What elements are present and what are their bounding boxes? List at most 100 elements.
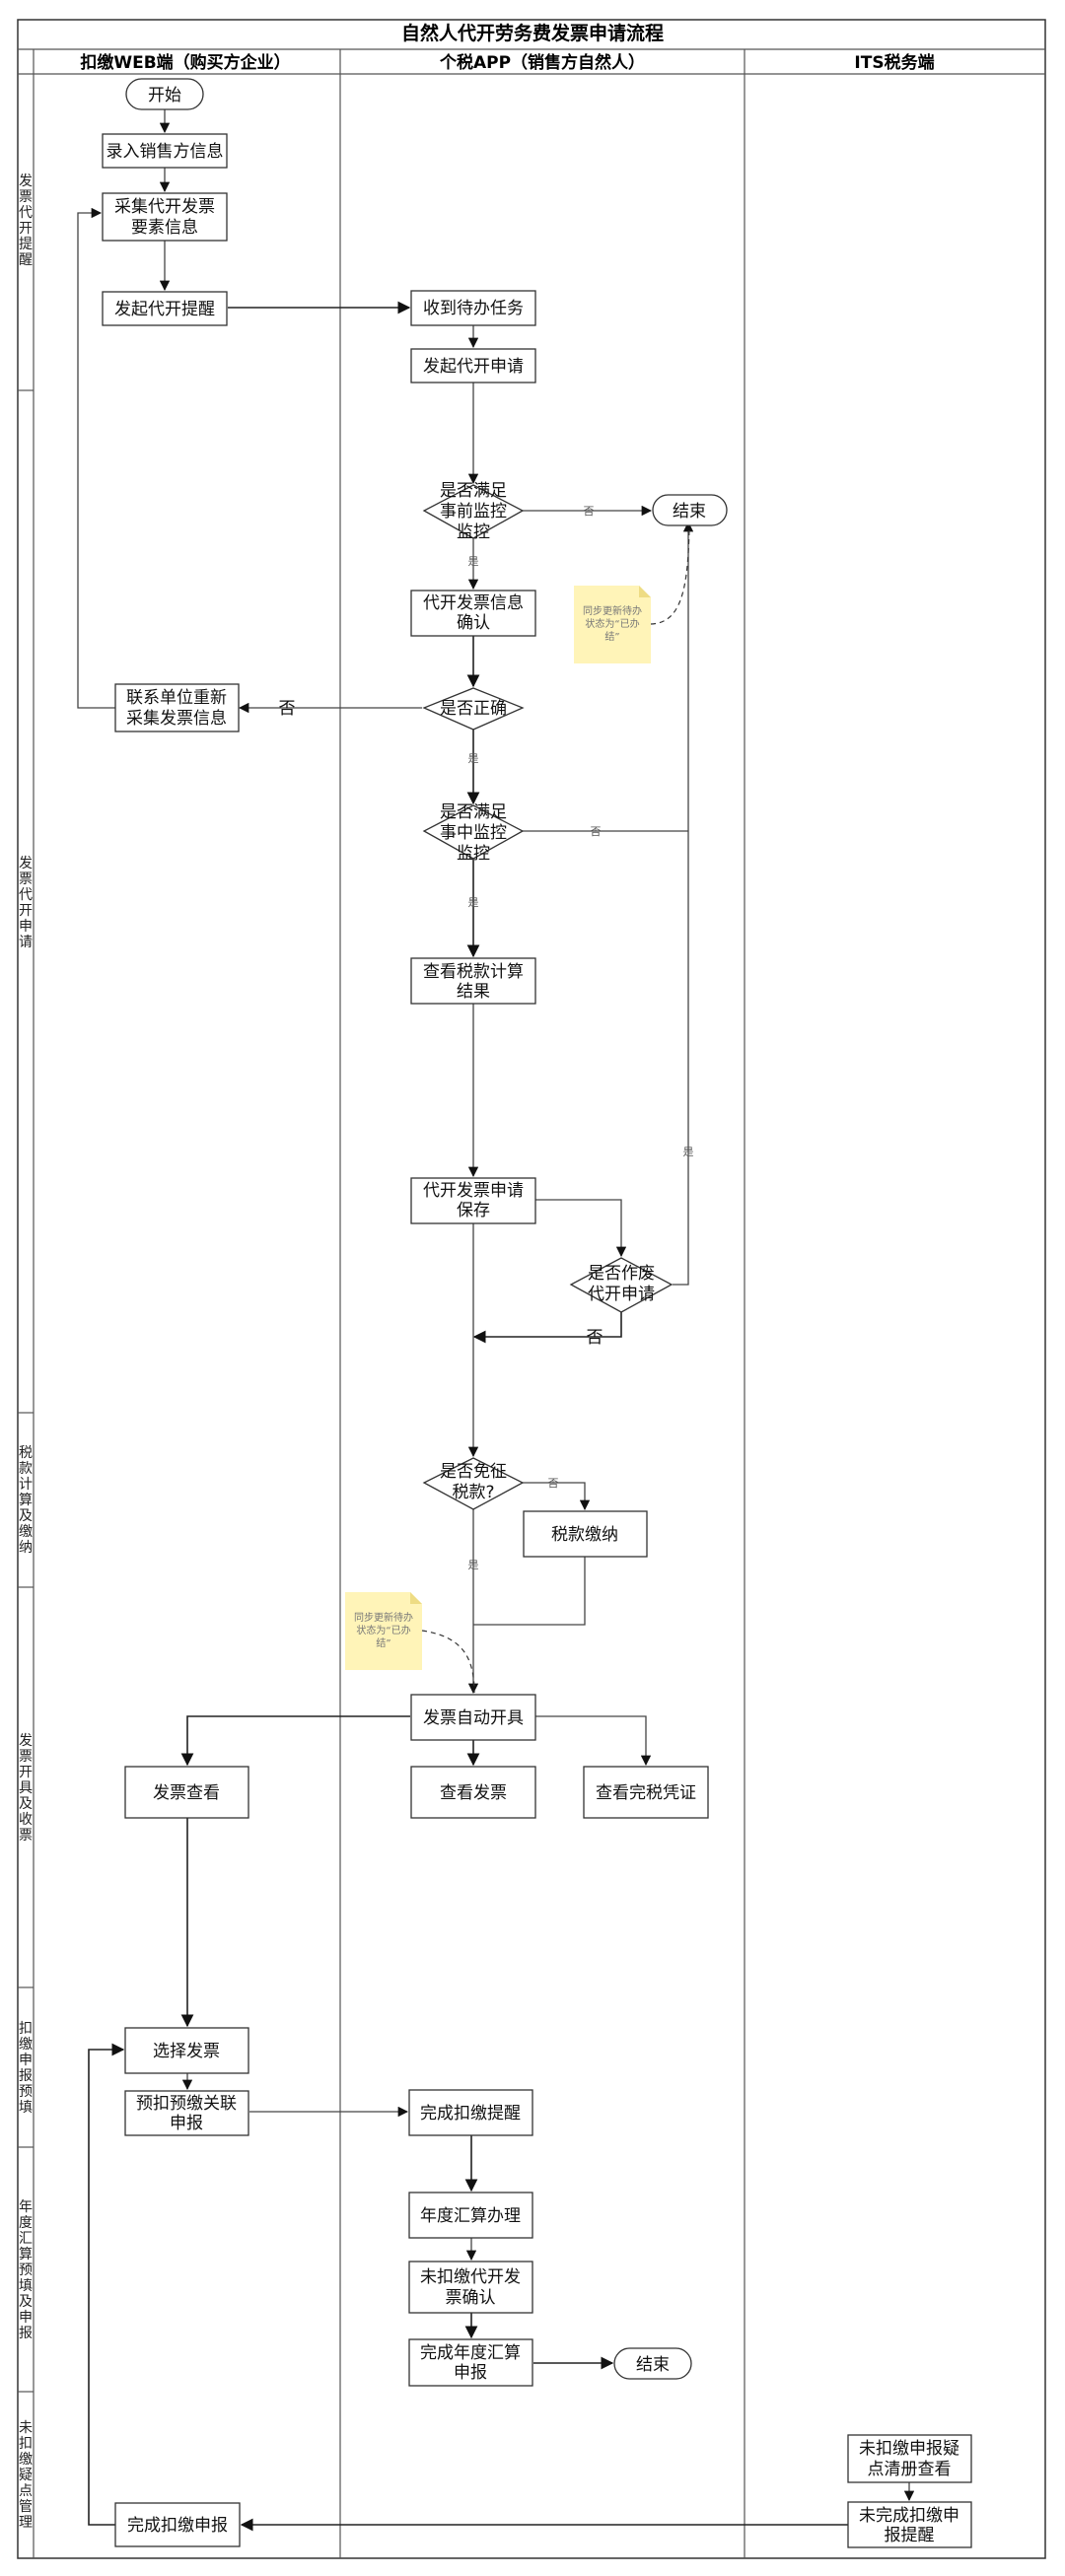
node-save-apply[interactable]: 代开发票申请 保存 <box>410 1177 536 1224</box>
phase-label: 未扣缴疑点管理 <box>19 2420 33 2531</box>
node-label: 是否满足 <box>440 481 507 501</box>
node-label: 发票查看 <box>153 1783 220 1803</box>
node-label: 采集代开发票 <box>114 197 215 217</box>
node-label: 结束 <box>673 502 706 522</box>
node-label: 采集发票信息 <box>126 709 227 729</box>
edge-label-yes: 是 <box>468 1559 479 1571</box>
node-label: 是否免征 <box>440 1462 507 1482</box>
node-end-1[interactable]: 结束 <box>652 494 728 526</box>
node-label: 税款缴纳 <box>551 1525 618 1545</box>
node-label: 监控 <box>457 844 490 864</box>
node-label: 票确认 <box>446 2288 496 2308</box>
node-label: 选择发票 <box>153 2042 220 2061</box>
node-label: 未完成扣缴申 <box>859 2506 959 2526</box>
lane-header-app: 个税APP（销售方自然人） <box>439 52 645 73</box>
node-label: 确认 <box>457 613 490 633</box>
decision-is-correct[interactable]: 是否正确 <box>422 687 525 731</box>
node-label: 是否满足 <box>440 802 507 822</box>
node-label: 是否正确 <box>440 699 507 719</box>
decision-pre-monitor[interactable]: 是否满足 事前监控 监控 <box>422 481 525 542</box>
phase-label: 税款计算及缴纳 <box>19 1445 33 1556</box>
node-label: 代开申请 <box>588 1285 655 1304</box>
connectors <box>77 109 915 2532</box>
node-initiate-apply[interactable]: 发起代开申请 <box>410 348 536 383</box>
node-label: 未扣缴代开发 <box>420 2267 521 2287</box>
node-app-view-invoice[interactable]: 查看发票 <box>410 1766 536 1819</box>
decision-is-exempt[interactable]: 是否免征 税款? <box>422 1457 525 1510</box>
node-label: 申报 <box>454 2363 487 2383</box>
node-prefill-declaration[interactable]: 预扣预缴关联 申报 <box>124 2090 249 2136</box>
node-done-withhold-remind[interactable]: 完成扣缴提醒 <box>408 2089 533 2136</box>
decision-mid-monitor[interactable]: 是否满足 事中监控 监控 <box>422 802 525 864</box>
node-label: 录入销售方信息 <box>106 142 224 162</box>
node-label: 收到待办任务 <box>423 299 524 318</box>
node-unfinished-remind[interactable]: 未完成扣缴申 报提醒 <box>847 2501 972 2548</box>
node-auto-issue-invoice[interactable]: 发票自动开具 <box>410 1694 536 1741</box>
edge-label-no: 否 <box>548 1477 559 1490</box>
node-end-2[interactable]: 结束 <box>613 2347 692 2380</box>
node-done-withhold-declaration[interactable]: 完成扣缴申报 <box>114 2502 241 2547</box>
node-collect-invoice-info[interactable]: 采集代开发票 要素信息 <box>102 192 228 242</box>
node-label: 事中监控 <box>440 823 507 843</box>
phase-label: 发票代开申请 <box>19 856 33 950</box>
edge-label-no: 否 <box>584 505 595 518</box>
note-text: 结” <box>376 1636 390 1649</box>
node-label: 代开发票信息 <box>423 593 524 613</box>
sticky-note-sync-status: 同步更新待办 状态为“已办 结” <box>345 1592 475 1694</box>
phase-label: 发票代开提醒 <box>19 174 33 268</box>
node-label: 事前监控 <box>440 502 507 522</box>
phase-labels: 发票代开提醒 发票代开申请 税款计算及缴纳 发票开具及收票 扣缴申报预填 年度汇… <box>19 174 33 2531</box>
node-label: 完成扣缴提醒 <box>420 2104 521 2123</box>
node-confirm-invoice-info[interactable]: 代开发票信息 确认 <box>410 590 536 637</box>
page-title: 自然人代开劳务费发票申请流程 <box>401 22 664 44</box>
node-label: 要素信息 <box>131 218 198 238</box>
node-label: 预扣预缴关联 <box>136 2094 237 2114</box>
node-enter-seller-info[interactable]: 录入销售方信息 <box>102 133 228 169</box>
node-label: 查看税款计算 <box>423 962 524 982</box>
node-label: 查看完税凭证 <box>596 1783 696 1803</box>
node-done-annual-decl[interactable]: 完成年度汇算 申报 <box>408 2338 533 2387</box>
node-web-view-invoice[interactable]: 发票查看 <box>124 1766 249 1819</box>
edge-label-no: 否 <box>279 699 296 719</box>
node-label: 点清册查看 <box>868 2460 952 2479</box>
node-label: 报提醒 <box>885 2526 935 2545</box>
node-recollect-info[interactable]: 联系单位重新 采集发票信息 <box>114 683 240 732</box>
node-label: 监控 <box>457 522 490 542</box>
node-unwithheld-confirm[interactable]: 未扣缴代开发 票确认 <box>408 2261 533 2314</box>
node-label: 未扣缴申报疑 <box>859 2439 959 2459</box>
node-view-tax-certificate[interactable]: 查看完税凭证 <box>583 1766 709 1819</box>
node-label: 税款? <box>452 1483 494 1502</box>
phase-label: 发票开具及收票 <box>19 1733 33 1844</box>
node-label: 开始 <box>148 86 181 105</box>
lane-header-its: ITS税务端 <box>854 52 934 73</box>
note-text: 状态为“已办 <box>585 617 639 630</box>
node-doubt-list-view[interactable]: 未扣缴申报疑 点清册查看 <box>847 2434 972 2483</box>
node-label: 年度汇算办理 <box>420 2206 521 2226</box>
lane-header-web: 扣缴WEB端（购买方企业） <box>80 52 290 73</box>
node-label: 完成扣缴申报 <box>127 2516 228 2536</box>
note-text: 同步更新待办 <box>583 604 642 617</box>
phase-label: 扣缴申报预填 <box>19 2021 33 2116</box>
note-text: 同步更新待办 <box>354 1611 413 1624</box>
node-label: 保存 <box>457 1201 490 1220</box>
node-label: 结果 <box>457 982 490 1002</box>
node-view-tax-calc[interactable]: 查看税款计算 结果 <box>410 957 536 1005</box>
note-text: 结” <box>604 630 619 643</box>
node-receive-task[interactable]: 收到待办任务 <box>410 290 536 326</box>
decision-is-void[interactable]: 是否作废 代开申请 <box>569 1257 674 1313</box>
node-label: 联系单位重新 <box>126 688 227 708</box>
node-label: 发起代开申请 <box>423 357 524 377</box>
edge-label-yes: 是 <box>468 555 479 568</box>
edge-label-no: 否 <box>587 1328 604 1348</box>
edge-label-no: 否 <box>591 825 602 838</box>
node-select-invoice[interactable]: 选择发票 <box>124 2027 249 2074</box>
node-start[interactable]: 开始 <box>125 78 204 110</box>
node-initiate-reminder[interactable]: 发起代开提醒 <box>102 291 228 326</box>
node-annual-settlement[interactable]: 年度汇算办理 <box>408 2192 533 2239</box>
node-pay-tax[interactable]: 税款缴纳 <box>523 1510 648 1558</box>
node-label: 发起代开提醒 <box>114 300 215 319</box>
edge-label-yes: 是 <box>683 1146 694 1158</box>
node-label: 是否作废 <box>588 1264 655 1284</box>
edge-label-yes: 是 <box>468 752 479 765</box>
